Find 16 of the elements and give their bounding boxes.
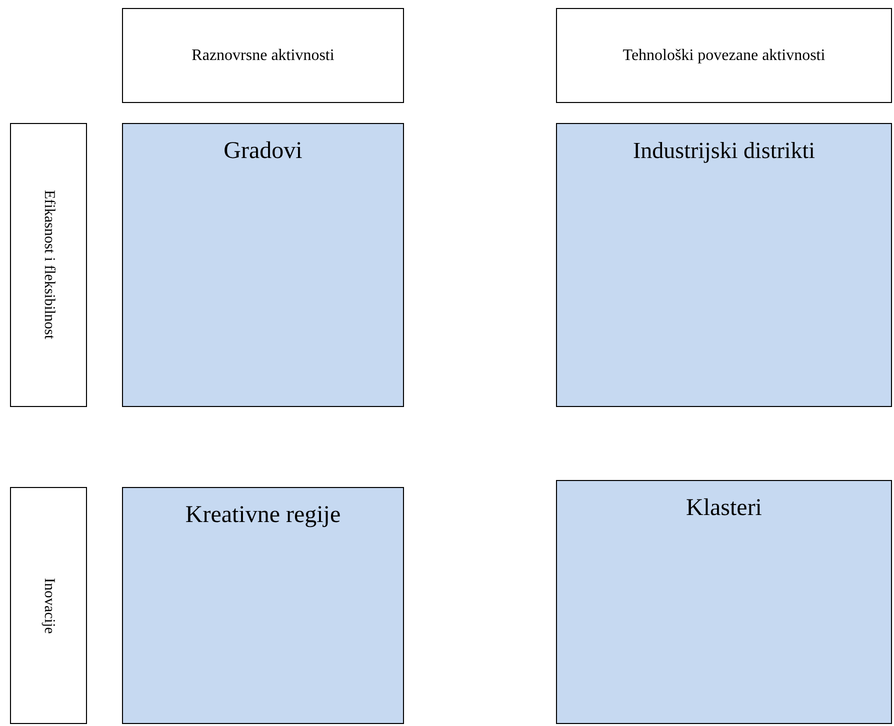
quadrant-box	[122, 123, 404, 407]
quadrant-box	[122, 487, 404, 724]
quadrant-title: Kreativne regije	[185, 502, 341, 529]
header-text: Tehnološki povezane aktivnosti	[622, 46, 826, 64]
quadrant-title: Klasteri	[686, 495, 762, 522]
row-header	[10, 487, 87, 724]
header-text: Inovacije	[40, 578, 57, 634]
column-header	[556, 8, 892, 103]
column-header	[122, 8, 404, 103]
quadrant-box	[556, 123, 892, 407]
header-text: Efikasnost i fleksibilnost	[40, 190, 57, 340]
quadrant-box	[556, 480, 892, 724]
row-header	[10, 123, 87, 407]
quadrant-title: Gradovi	[224, 138, 302, 165]
header-text: Raznovrsne aktivnosti	[192, 46, 334, 64]
quadrant-title: Industrijski distrikti	[632, 138, 816, 164]
